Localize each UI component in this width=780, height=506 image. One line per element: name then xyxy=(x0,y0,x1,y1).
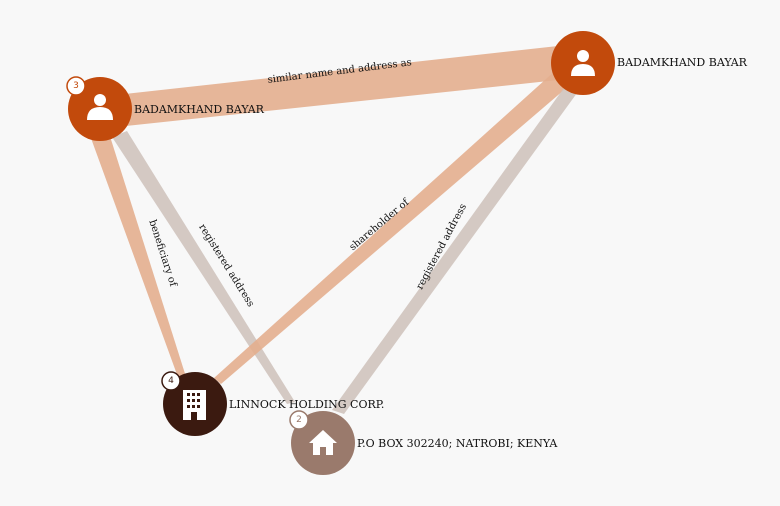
node-person-b[interactable]: BADAMKHAND BAYAR xyxy=(551,31,748,95)
node-badge: 4 xyxy=(161,371,181,391)
svg-text:4: 4 xyxy=(168,376,174,386)
node-company[interactable]: 4 LINNOCK HOLDING CORP. xyxy=(161,371,384,436)
building-icon xyxy=(183,390,206,420)
edge-similar-name[interactable] xyxy=(98,45,567,129)
svg-text:2: 2 xyxy=(296,415,302,425)
person-icon xyxy=(87,94,113,120)
edges xyxy=(88,45,585,414)
svg-text:3: 3 xyxy=(73,81,79,91)
edge-beneficiary[interactable] xyxy=(88,130,187,380)
node-badge: 3 xyxy=(66,76,86,96)
edge-shareholder[interactable] xyxy=(214,70,578,384)
home-icon xyxy=(309,430,337,455)
node-person-a[interactable]: 3 BADAMKHAND BAYAR xyxy=(66,76,265,141)
node-label: P.O BOX 302240; NATROBI; KENYA xyxy=(357,437,558,450)
edge-registered-address-b[interactable] xyxy=(332,82,585,414)
node-label: BADAMKHAND BAYAR xyxy=(134,103,265,116)
person-icon xyxy=(571,50,595,76)
node-address[interactable]: 2 P.O BOX 302240; NATROBI; KENYA xyxy=(289,410,558,475)
node-badge: 2 xyxy=(289,410,309,430)
node-label: LINNOCK HOLDING CORP. xyxy=(229,398,384,411)
node-label: BADAMKHAND BAYAR xyxy=(617,56,748,69)
edge-registered-address-a[interactable] xyxy=(112,131,295,404)
